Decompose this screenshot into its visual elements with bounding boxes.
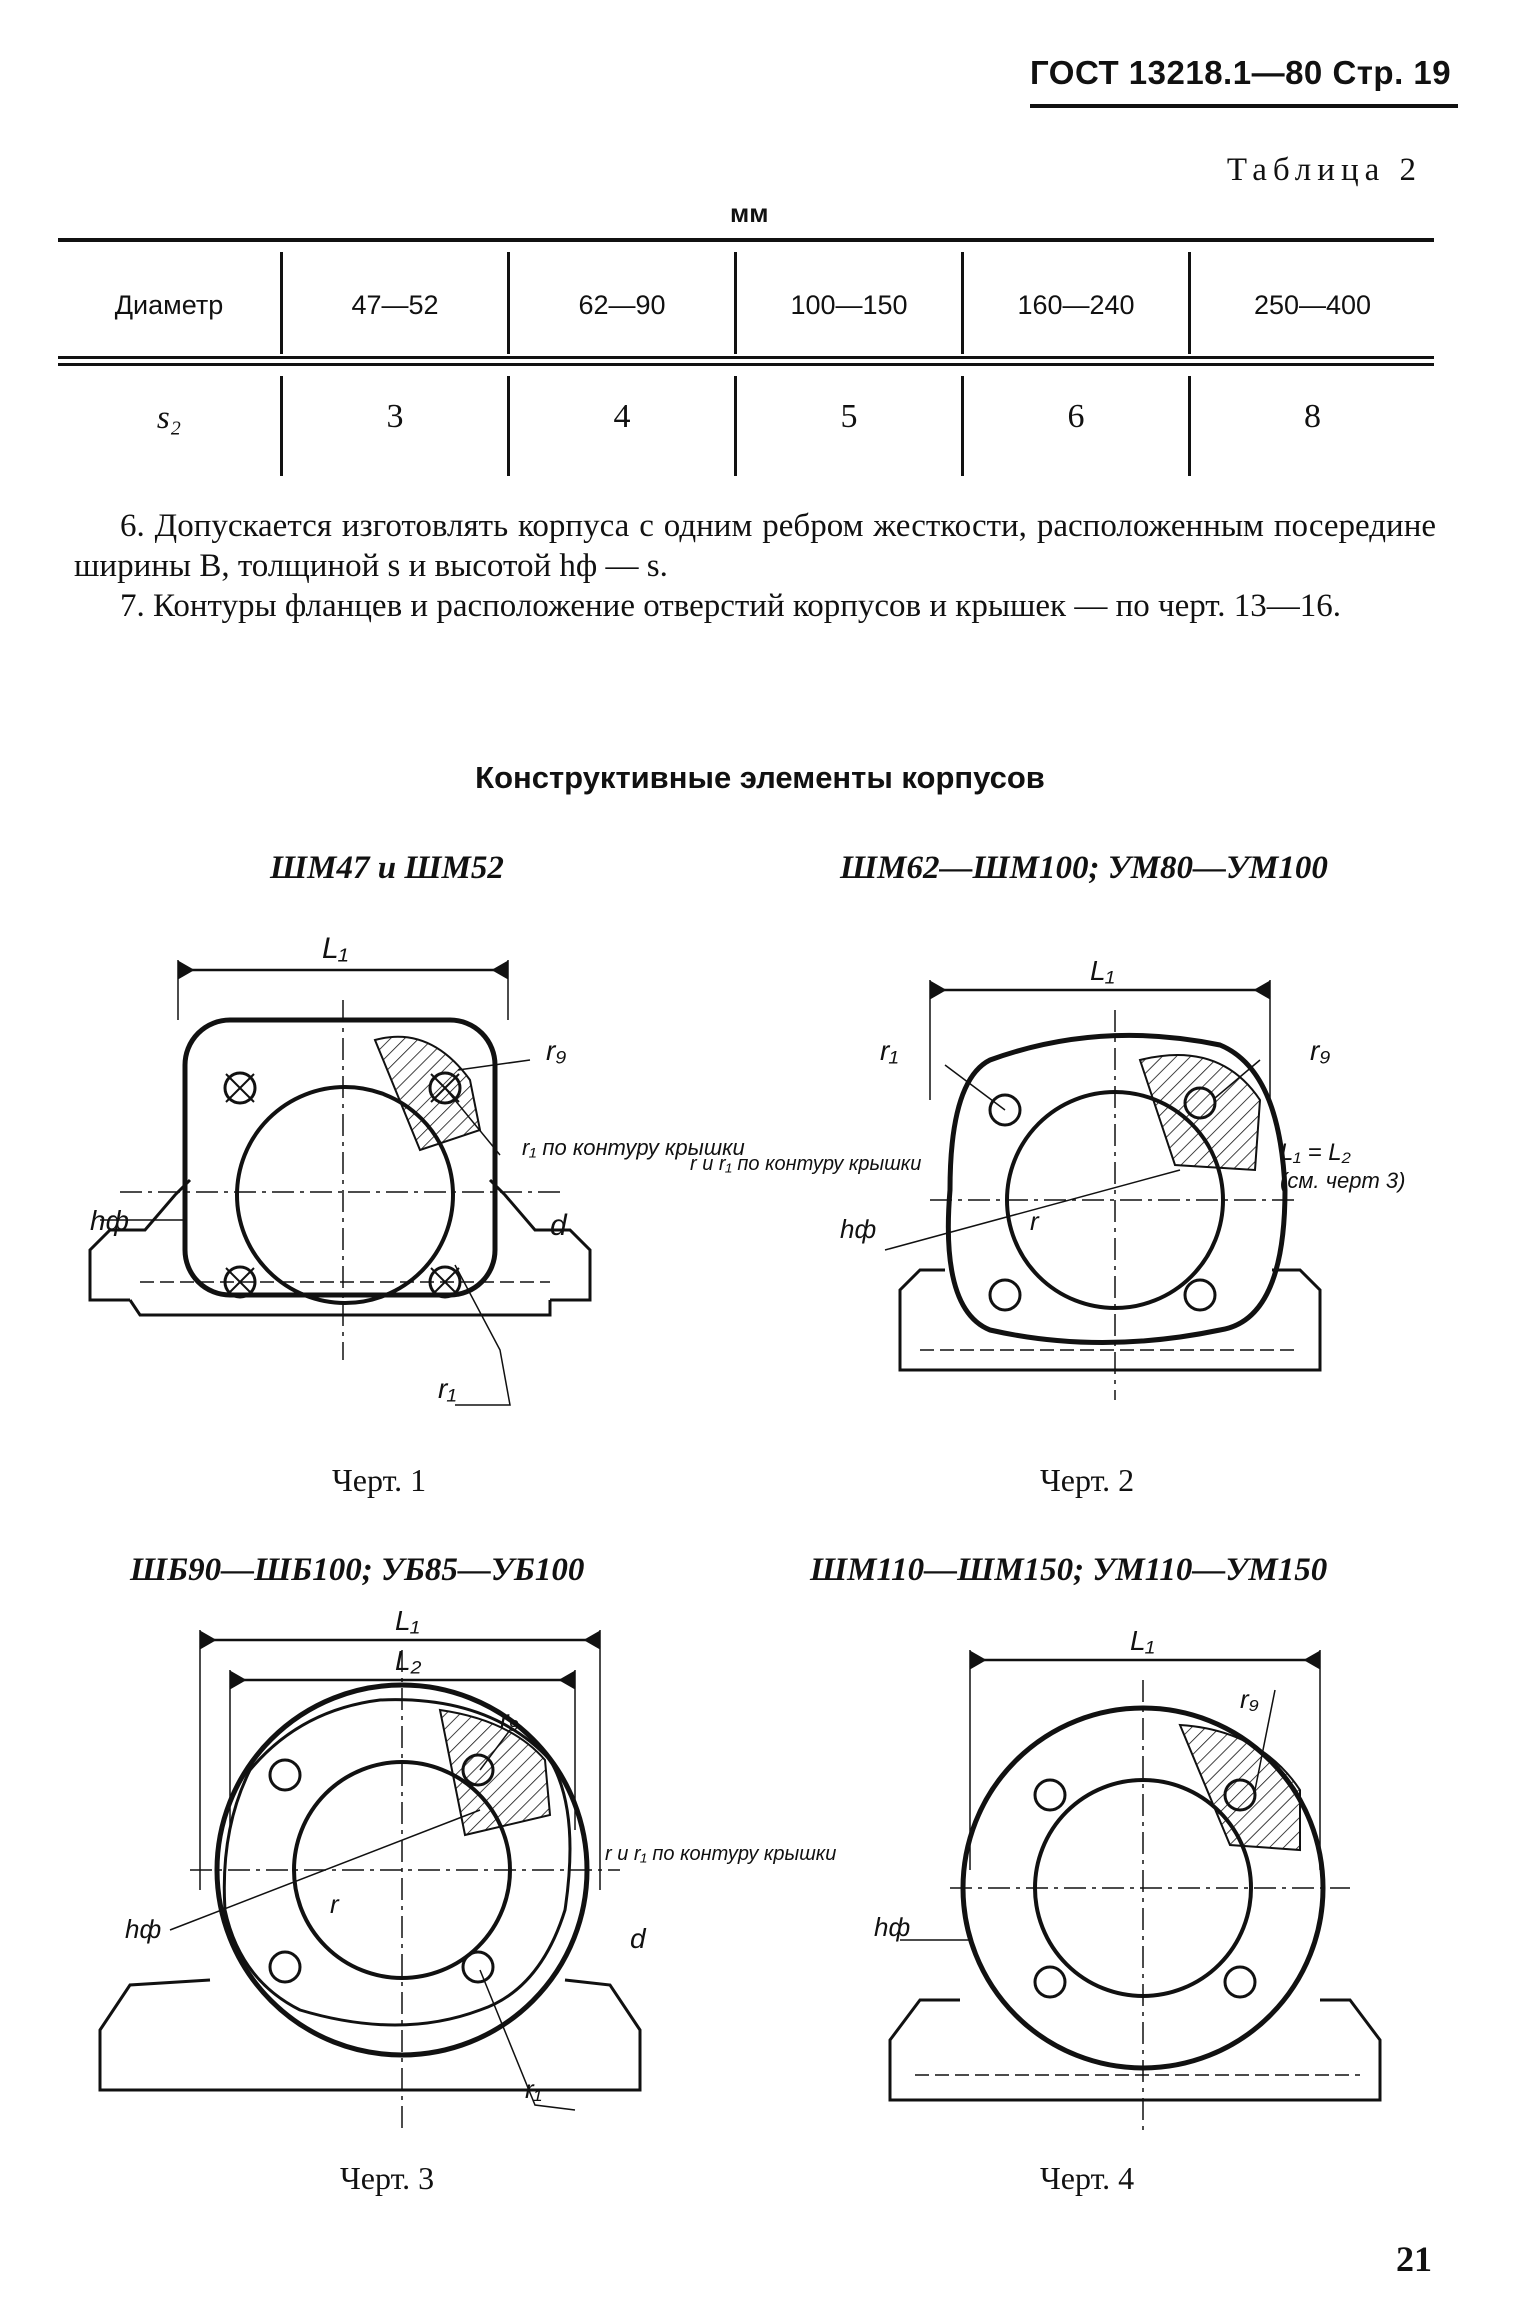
table-cell: 5	[840, 398, 858, 435]
document-header: ГОСТ 13218.1—80 Стр. 19	[1030, 54, 1452, 91]
r9-label: r₉	[1310, 1035, 1330, 1066]
d-label: d	[630, 1923, 647, 1954]
drawing-3: L₁ L₂ r₉ r и r₁ по контуру крышки hф r d…	[98, 1605, 836, 2130]
table-mid-rule-2	[58, 363, 1434, 366]
r9-label: r₉	[1240, 1684, 1259, 1714]
hf-label: hф	[874, 1912, 910, 1942]
r9-label: r₉	[500, 1704, 519, 1734]
table-title: Таблица 2	[1226, 152, 1422, 188]
table-cell: 6	[1067, 398, 1085, 435]
l1-label: L₁	[395, 1605, 420, 1636]
hf-label: hф	[90, 1205, 129, 1236]
body-text: 6. Допускается изготовлять корпуса с одн…	[74, 506, 1436, 626]
r-r1-note-label: r и r₁ по контуру крышки	[690, 1153, 921, 1175]
hf-label: hф	[840, 1214, 876, 1244]
table-row-label-s2: s₂	[156, 400, 182, 436]
paragraph-7: 7. Контуры фланцев и расположение отверс…	[120, 588, 1341, 624]
r-label: r	[1030, 1206, 1040, 1236]
drawing-2-title: ШМ62—ШМ100; УМ80—УМ100	[840, 850, 1328, 886]
drawing-1: L₁ r₉ r₁ по контуру крышки hф d r₁	[88, 932, 745, 1406]
table-divider	[734, 376, 737, 476]
drawing-3-caption: Черт. 3	[340, 2160, 435, 2196]
drawing-4: L₁ r₉ hф	[874, 1625, 1382, 2130]
table-divider	[1188, 376, 1191, 476]
table-cell: 8	[1304, 398, 1321, 435]
drawing-1-title: ШМ47 и ШМ52	[270, 850, 504, 886]
drawing-2: L₁ r₁ r₉ L₁ = L₂ (см. черт 3) r и r₁ по …	[690, 955, 1406, 1400]
drawing-2-caption: Черт. 2	[1040, 1462, 1135, 1498]
table-units: мм	[730, 198, 769, 228]
r1-label: r₁	[438, 1373, 456, 1404]
table-row-label-diameter: Диаметр	[114, 290, 224, 320]
table-top-rule	[58, 238, 1434, 242]
table-divider	[961, 252, 964, 354]
equation-label: L₁ = L₂	[1280, 1139, 1351, 1166]
r-r1-note-label: r и r₁ по контуру крышки	[605, 1843, 836, 1865]
drawing-4-title: ШМ110—ШМ150; УМ110—УМ150	[810, 1552, 1328, 1588]
table-divider	[280, 252, 283, 354]
drawing-4-caption: Черт. 4	[1040, 2160, 1135, 2196]
table-cell: 160—240	[1017, 290, 1135, 320]
table-cell: 4	[613, 398, 631, 435]
r-label: r	[330, 1889, 340, 1919]
table-cell: 62—90	[578, 290, 666, 320]
l1-label: L₁	[1130, 1625, 1155, 1656]
l1-label: L₁	[1090, 955, 1115, 986]
section-title: Конструктивные элементы корпусов	[475, 760, 1045, 795]
l2-label: L₂	[395, 1645, 422, 1676]
table-divider	[1188, 252, 1191, 354]
d-label: d	[550, 1209, 568, 1242]
drawing-3-title: ШБ90—ШБ100; УБ85—УБ100	[130, 1552, 585, 1588]
table-cell: 250—400	[1253, 290, 1372, 320]
hf-label: hф	[125, 1914, 161, 1944]
table-mid-rule-1	[58, 356, 1434, 359]
r1-note-label: r₁ по контуру крышки	[522, 1135, 745, 1160]
l1-label: L₁	[322, 932, 348, 965]
header-rule	[1030, 104, 1458, 108]
table-divider	[280, 376, 283, 476]
table-cell: 47—52	[351, 290, 439, 320]
table-divider	[734, 252, 737, 354]
paragraph-6: 6. Допускается изготовлять корпуса с одн…	[74, 508, 1436, 584]
table-cell: 3	[386, 398, 404, 435]
table-divider	[961, 376, 964, 476]
drawing-1-caption: Черт. 1	[332, 1462, 427, 1498]
table-divider	[507, 252, 510, 354]
r1-label: r₁	[880, 1035, 898, 1066]
page-number: 21	[1396, 2239, 1432, 2279]
r9-label: r₉	[546, 1035, 566, 1066]
table-cell: 100—150	[790, 290, 908, 320]
table-divider	[507, 376, 510, 476]
r1-label: r₁	[525, 2074, 542, 2104]
equation-ref-label: (см. черт 3)	[1280, 1168, 1406, 1193]
